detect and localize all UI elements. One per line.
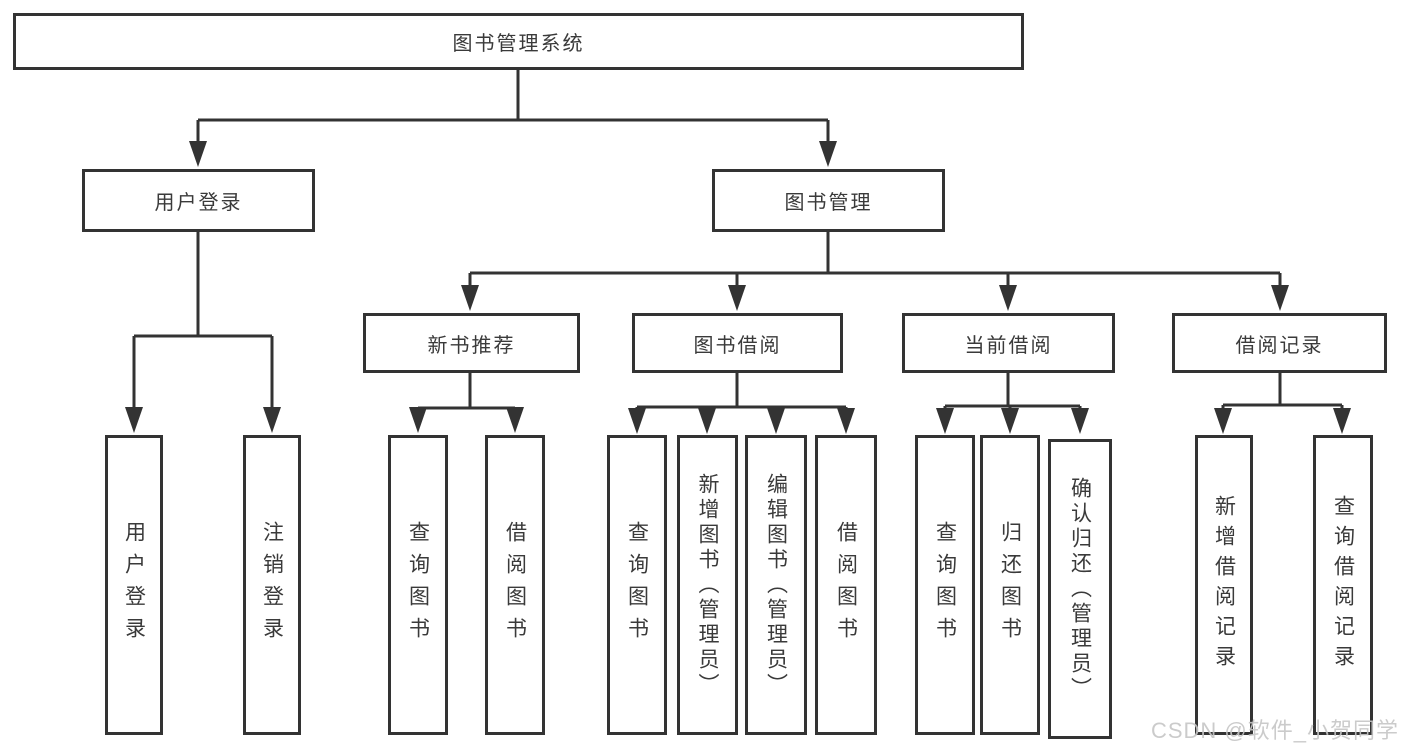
leaf-label: 查询图书 (406, 521, 430, 649)
leaf-edit-books-admin: 编辑图书（管理员） (745, 435, 807, 735)
leaf-label: 借阅图书 (834, 521, 858, 649)
leaf-borrow-books-recommend: 借阅图书 (485, 435, 545, 735)
leaf-query-borrow-record: 查询借阅记录 (1313, 435, 1373, 735)
leaf-query-books-recommend: 查询图书 (388, 435, 448, 735)
leaf-label: 借阅图书 (503, 521, 527, 649)
node-user-login: 用户登录 (82, 169, 315, 232)
leaf-label: 归还图书 (998, 521, 1022, 649)
node-root: 图书管理系统 (13, 13, 1024, 70)
csdn-watermark: CSDN @软件_小贺同学 (1150, 718, 1399, 743)
leaf-label: 用户登录 (122, 521, 146, 649)
leaf-label: 确认归还（管理员） (1068, 476, 1092, 702)
leaf-label: 查询图书 (625, 521, 649, 649)
leaf-label: 注销登录 (260, 521, 284, 649)
leaf-label: 编辑图书（管理员） (764, 472, 788, 698)
node-new-book-recommend: 新书推荐 (363, 313, 580, 373)
node-book-management: 图书管理 (712, 169, 945, 232)
node-book-borrow: 图书借阅 (632, 313, 843, 373)
leaf-add-borrow-record: 新增借阅记录 (1195, 435, 1253, 735)
leaf-label: 查询图书 (933, 521, 957, 649)
leaf-query-books-borrow: 查询图书 (607, 435, 667, 735)
node-current-borrow: 当前借阅 (902, 313, 1115, 373)
node-borrow-records: 借阅记录 (1172, 313, 1387, 373)
leaf-query-books-current: 查询图书 (915, 435, 975, 735)
leaf-label: 查询借阅记录 (1331, 495, 1355, 675)
leaf-label: 新增图书（管理员） (696, 472, 719, 698)
arrowheads (125, 141, 1351, 434)
leaf-confirm-return-admin: 确认归还（管理员） (1048, 439, 1112, 739)
leaf-logout: 注销登录 (243, 435, 301, 735)
leaf-add-books-admin: 新增图书（管理员） (677, 435, 738, 735)
leaf-label: 新增借阅记录 (1212, 495, 1236, 675)
leaf-return-books: 归还图书 (980, 435, 1040, 735)
leaf-borrow-books: 借阅图书 (815, 435, 877, 735)
leaf-user-login: 用户登录 (105, 435, 163, 735)
